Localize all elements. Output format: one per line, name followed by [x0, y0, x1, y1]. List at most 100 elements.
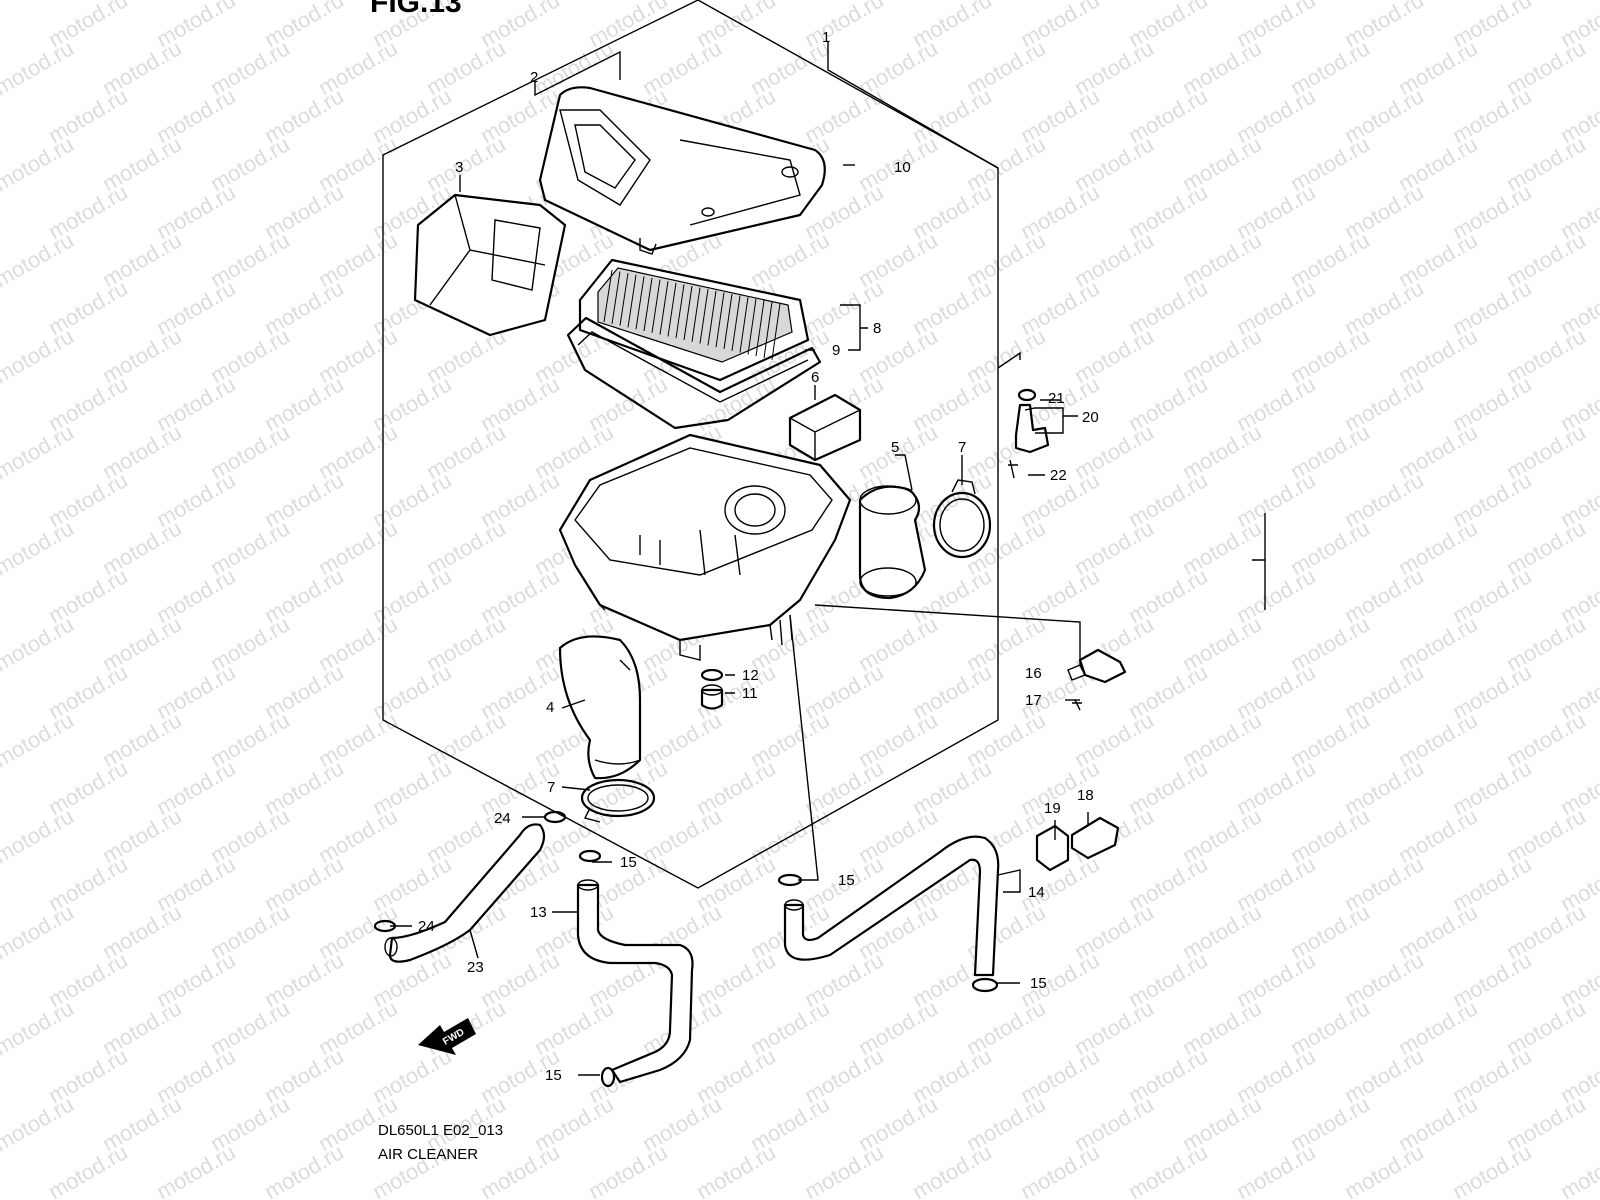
watermark-text: motod.ru — [0, 899, 78, 964]
filter-pleat — [707, 290, 717, 346]
filter-pleat — [643, 277, 653, 332]
outlet-tube — [858, 485, 927, 600]
hose-clamp-lower — [580, 778, 656, 823]
filter-pleat — [723, 293, 733, 350]
watermark-text: motod.ru — [0, 419, 78, 484]
filter-gasket — [566, 316, 822, 430]
figure-title: FIG.13 — [370, 0, 462, 19]
watermark-text: motod.ru — [1556, 1139, 1600, 1200]
watermark-text: motod.ru — [584, 1139, 672, 1200]
intake-duct — [413, 193, 567, 337]
callout-7-upper: 7 — [958, 439, 966, 456]
callout-7-lower: 7 — [547, 779, 555, 796]
callout-24-lower: 24 — [418, 918, 435, 935]
callout-15-c: 15 — [1030, 975, 1047, 992]
watermark-text: motod.ru — [0, 707, 78, 772]
callout-5: 5 — [891, 439, 899, 456]
callout-19: 19 — [1044, 800, 1061, 817]
watermark-text: motod.ru — [0, 1091, 78, 1156]
filter-pleat — [683, 285, 693, 341]
fwd-arrow: FWD — [418, 1018, 476, 1055]
watermark-text: motod.ru — [0, 0, 78, 4]
filter-pleat — [699, 289, 709, 344]
filter-element — [578, 258, 810, 382]
callout-18: 18 — [1077, 787, 1094, 804]
filter-pleat — [747, 298, 757, 355]
filter-pleat — [675, 284, 685, 339]
watermark-text: motod.ru — [908, 1139, 996, 1200]
filter-pleat — [619, 273, 629, 326]
callout-14: 14 — [1028, 884, 1045, 901]
watermark-text: motod.ru — [0, 131, 78, 196]
watermark-text: motod.ru — [476, 1139, 564, 1200]
model-code: DL650L1 E02_013 — [378, 1122, 504, 1139]
filter-pleat — [771, 303, 781, 360]
clamp-15-d — [600, 1066, 616, 1088]
callout-22: 22 — [1050, 467, 1067, 484]
watermark-text: motod.ru — [0, 227, 78, 292]
callout-4: 4 — [546, 699, 554, 716]
filter-pleat — [763, 301, 773, 359]
callout-21: 21 — [1048, 390, 1065, 407]
hose-23 — [384, 823, 546, 963]
filter-pleat — [755, 300, 765, 357]
callout-3: 3 — [455, 159, 463, 176]
sponge-block — [788, 393, 862, 462]
watermark-text: motod.ru — [1016, 1139, 1104, 1200]
callout-13: 13 — [530, 904, 547, 921]
callout-11: 11 — [742, 685, 758, 702]
watermark-text: motod.ru — [0, 35, 78, 100]
filter-pleats — [603, 269, 781, 360]
filter-pleat — [731, 295, 741, 351]
filter-pleat — [611, 271, 621, 324]
inlet-duct — [558, 635, 642, 780]
watermark-text: motod.ru — [0, 323, 78, 388]
side-sensor — [1067, 648, 1127, 711]
clamp-24-upper — [543, 810, 567, 824]
hose-clamp-upper — [932, 479, 992, 559]
watermark-text: motod.ru — [692, 1139, 780, 1200]
watermark-text: motod.ru — [44, 1139, 132, 1200]
filter-pleat — [667, 282, 677, 337]
callout-8: 8 — [873, 320, 881, 337]
assembly-outline — [382, 0, 999, 889]
filter-pleat — [691, 287, 701, 342]
filter-pleat — [739, 297, 749, 353]
air-cleaner-case — [558, 433, 852, 661]
watermark-text: motod.ru — [0, 995, 78, 1060]
filter-pleat — [659, 281, 669, 335]
callouts: 1 2 3 4 5 6 7 7 8 9 10 11 12 13 14 15 15… — [418, 29, 1099, 1084]
callout-24-upper: 24 — [494, 810, 511, 827]
watermark-text: motod.ru — [1124, 1139, 1212, 1200]
watermark-text: motod.ru — [0, 515, 78, 580]
clamp-15-b — [777, 873, 803, 887]
watermark-text: motod.ru — [152, 1139, 240, 1200]
callout-15-b: 15 — [838, 872, 855, 889]
callout-16: 16 — [1025, 665, 1042, 682]
filter-pleat — [635, 276, 645, 330]
clamp-15-a — [578, 849, 602, 863]
callout-23: 23 — [467, 959, 484, 976]
callout-15-d: 15 — [545, 1067, 562, 1084]
watermark-text: motod.ru — [0, 611, 78, 676]
filter-pleat — [715, 292, 725, 348]
hose-14 — [783, 835, 1000, 977]
clamp-15-c — [971, 977, 999, 993]
callout-15-a: 15 — [620, 854, 637, 871]
leader-lines — [390, 42, 1266, 1076]
connector-parts — [1035, 816, 1120, 872]
watermark-text: motod.ru — [0, 803, 78, 868]
filter-pleat — [627, 274, 637, 328]
cap-and-clip — [700, 668, 724, 710]
callout-6: 6 — [811, 369, 819, 386]
watermark-text: motod.ru — [1340, 1139, 1428, 1200]
callout-20: 20 — [1082, 409, 1099, 426]
callout-2: 2 — [530, 69, 538, 86]
callout-12: 12 — [742, 667, 759, 684]
hose-13 — [576, 879, 694, 1084]
air-cleaner-cap — [538, 86, 826, 255]
watermark-text: motod.ru — [1448, 1139, 1536, 1200]
watermark-text: motod.ru — [260, 1139, 348, 1200]
callout-9: 9 — [832, 342, 840, 359]
